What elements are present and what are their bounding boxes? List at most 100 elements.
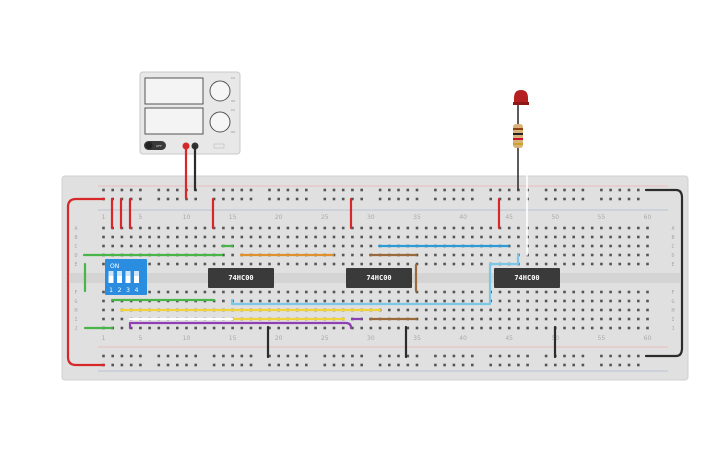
breadboard-hole[interactable]: [507, 253, 511, 257]
breadboard-hole[interactable]: [268, 262, 271, 266]
breadboard-hole[interactable]: [507, 354, 511, 358]
breadboard-hole[interactable]: [609, 299, 612, 303]
breadboard-hole[interactable]: [590, 235, 594, 239]
breadboard-hole[interactable]: [102, 308, 105, 312]
breadboard-hole[interactable]: [111, 244, 114, 248]
breadboard-hole[interactable]: [627, 354, 631, 358]
breadboard-hole[interactable]: [397, 226, 400, 230]
breadboard-hole[interactable]: [600, 363, 603, 367]
breadboard-hole[interactable]: [351, 290, 354, 294]
breadboard-hole[interactable]: [526, 317, 529, 321]
breadboard-hole[interactable]: [378, 197, 382, 201]
breadboard-hole[interactable]: [443, 299, 446, 303]
breadboard-hole[interactable]: [341, 226, 345, 230]
breadboard-hole[interactable]: [637, 197, 640, 201]
breadboard-hole[interactable]: [600, 299, 603, 303]
breadboard-hole[interactable]: [581, 262, 585, 266]
breadboard-hole[interactable]: [517, 308, 520, 312]
breadboard-hole[interactable]: [507, 308, 511, 312]
breadboard-hole[interactable]: [388, 363, 391, 367]
breadboard-hole[interactable]: [618, 244, 622, 248]
breadboard-hole[interactable]: [102, 354, 105, 358]
breadboard-hole[interactable]: [341, 262, 345, 266]
breadboard-hole[interactable]: [212, 188, 216, 192]
breadboard-hole[interactable]: [323, 290, 327, 294]
breadboard-hole[interactable]: [194, 262, 197, 266]
breadboard-hole[interactable]: [323, 363, 327, 367]
breadboard-hole[interactable]: [600, 354, 603, 358]
breadboard-hole[interactable]: [471, 226, 474, 230]
breadboard-hole[interactable]: [277, 262, 280, 266]
breadboard-hole[interactable]: [129, 197, 133, 201]
breadboard-hole[interactable]: [148, 235, 151, 239]
breadboard-hole[interactable]: [176, 235, 179, 239]
breadboard-hole[interactable]: [627, 308, 631, 312]
breadboard-hole[interactable]: [194, 235, 197, 239]
breadboard-hole[interactable]: [572, 326, 575, 330]
breadboard-hole[interactable]: [535, 262, 539, 266]
breadboard-hole[interactable]: [102, 188, 105, 192]
breadboard-hole[interactable]: [517, 354, 520, 358]
breadboard-hole[interactable]: [212, 235, 216, 239]
led[interactable]: [513, 90, 529, 105]
breadboard-hole[interactable]: [517, 317, 520, 321]
breadboard-hole[interactable]: [554, 317, 557, 321]
breadboard-hole[interactable]: [406, 299, 410, 303]
breadboard-hole[interactable]: [443, 235, 446, 239]
breadboard-hole[interactable]: [452, 363, 456, 367]
breadboard-hole[interactable]: [600, 308, 603, 312]
breadboard-hole[interactable]: [461, 317, 465, 321]
breadboard-hole[interactable]: [406, 188, 410, 192]
breadboard-hole[interactable]: [240, 244, 244, 248]
breadboard-hole[interactable]: [369, 326, 373, 330]
breadboard-hole[interactable]: [222, 262, 225, 266]
breadboard-hole[interactable]: [378, 235, 382, 239]
breadboard-hole[interactable]: [305, 326, 308, 330]
breadboard-hole[interactable]: [388, 326, 391, 330]
breadboard-hole[interactable]: [351, 262, 354, 266]
dip-toggle-knob[interactable]: [125, 271, 131, 276]
breadboard-hole[interactable]: [277, 244, 280, 248]
breadboard-hole[interactable]: [480, 308, 483, 312]
breadboard-hole[interactable]: [360, 262, 363, 266]
breadboard-hole[interactable]: [194, 197, 197, 201]
breadboard-hole[interactable]: [609, 262, 612, 266]
breadboard-hole[interactable]: [535, 317, 539, 321]
breadboard-hole[interactable]: [489, 253, 492, 257]
breadboard-hole[interactable]: [332, 244, 336, 248]
breadboard-hole[interactable]: [231, 290, 234, 294]
breadboard-hole[interactable]: [111, 354, 114, 358]
breadboard-hole[interactable]: [563, 262, 566, 266]
breadboard-hole[interactable]: [415, 235, 419, 239]
breadboard-hole[interactable]: [305, 262, 308, 266]
breadboard-hole[interactable]: [102, 226, 105, 230]
breadboard-hole[interactable]: [148, 244, 151, 248]
breadboard-hole[interactable]: [351, 354, 354, 358]
breadboard-hole[interactable]: [590, 262, 594, 266]
breadboard-hole[interactable]: [231, 363, 234, 367]
breadboard-hole[interactable]: [286, 226, 290, 230]
breadboard-hole[interactable]: [415, 188, 419, 192]
breadboard-hole[interactable]: [563, 299, 566, 303]
breadboard-hole[interactable]: [637, 253, 640, 257]
breadboard-hole[interactable]: [581, 317, 585, 321]
breadboard-hole[interactable]: [461, 363, 465, 367]
breadboard-hole[interactable]: [341, 253, 345, 257]
breadboard-hole[interactable]: [507, 299, 511, 303]
breadboard-hole[interactable]: [618, 226, 622, 230]
breadboard-hole[interactable]: [434, 363, 437, 367]
breadboard-hole[interactable]: [480, 299, 483, 303]
purple-wire[interactable]: [128, 321, 353, 330]
breadboard-hole[interactable]: [397, 197, 400, 201]
breadboard-hole[interactable]: [351, 244, 354, 248]
breadboard-hole[interactable]: [627, 290, 631, 294]
breadboard-hole[interactable]: [111, 235, 114, 239]
breadboard-hole[interactable]: [544, 235, 548, 239]
breadboard-hole[interactable]: [295, 235, 299, 239]
breadboard-hole[interactable]: [341, 197, 345, 201]
breadboard-hole[interactable]: [627, 363, 631, 367]
breadboard-hole[interactable]: [434, 235, 437, 239]
breadboard-hole[interactable]: [637, 262, 640, 266]
breadboard-hole[interactable]: [572, 262, 575, 266]
